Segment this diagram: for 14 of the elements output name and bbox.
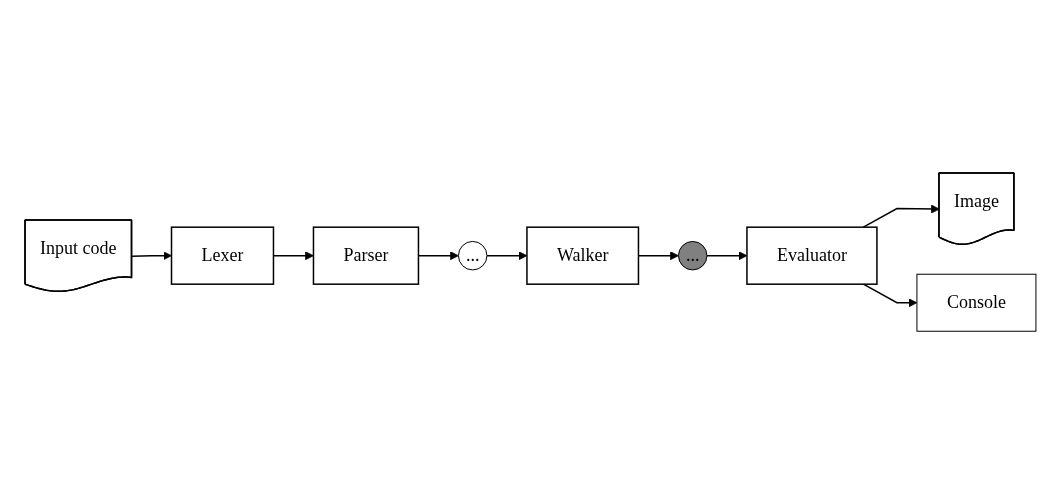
arrow: [637, 251, 679, 260]
node-box: Walker: [525, 226, 639, 285]
node-box: Evaluator: [745, 226, 878, 285]
arrow: [862, 204, 940, 228]
node-box: Parser: [312, 226, 419, 285]
arrow: [705, 251, 747, 260]
node-box: Lexer: [170, 226, 274, 285]
arrow: [485, 251, 527, 260]
arrow: [862, 283, 917, 307]
arrow: [130, 251, 172, 260]
node-circle: ...: [677, 240, 707, 271]
arrow: [417, 251, 459, 260]
node-circle: ...: [457, 240, 487, 271]
node-box: Console: [915, 273, 1036, 332]
